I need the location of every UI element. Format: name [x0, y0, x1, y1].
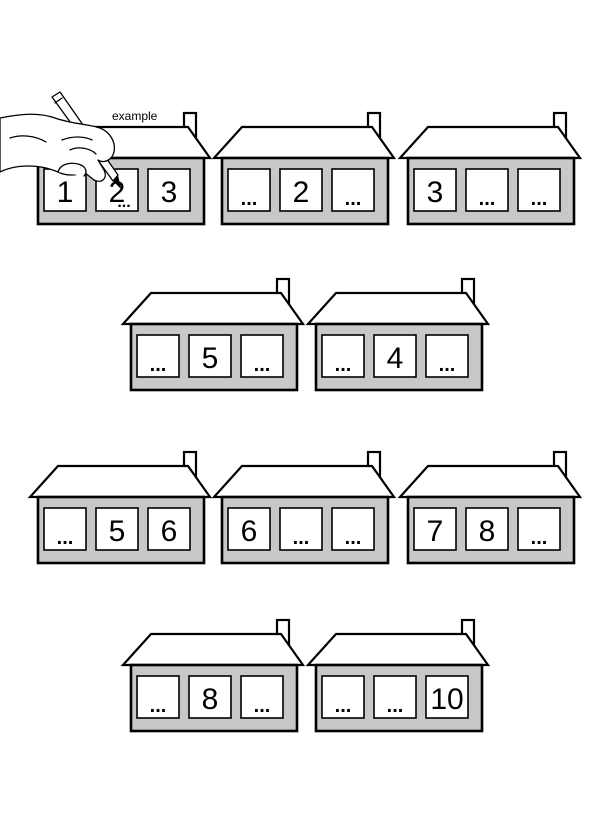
window-number: ... — [150, 695, 167, 717]
house-roof — [305, 291, 491, 326]
house-roof — [211, 464, 397, 499]
window-number: 10 — [430, 683, 463, 716]
window-number: ... — [479, 188, 496, 210]
window-number: 2 — [293, 176, 310, 209]
window-number: 6 — [241, 515, 258, 548]
house-window — [147, 507, 191, 551]
house-window — [321, 675, 365, 719]
house-window — [517, 507, 561, 551]
window-number: ... — [150, 354, 167, 376]
window-number: ... — [531, 527, 548, 549]
house-window — [465, 168, 509, 212]
window-number: 2 — [109, 176, 126, 209]
house-roof — [211, 125, 397, 160]
house-window — [425, 675, 469, 719]
house-window — [43, 507, 87, 551]
window-number: 5 — [202, 342, 219, 375]
house: ... 8... — [120, 618, 306, 733]
window-number: ... — [387, 695, 404, 717]
hand-icon — [0, 113, 116, 182]
house-window — [227, 168, 271, 212]
house-roof — [120, 632, 306, 667]
house-window — [95, 507, 139, 551]
house-window — [188, 334, 232, 378]
window-number: ... — [439, 354, 456, 376]
house-window — [373, 334, 417, 378]
house: 7 8... — [397, 450, 583, 565]
house: ... 5 6 — [27, 450, 213, 565]
window-number: ... — [335, 354, 352, 376]
writing-hand-illustration: example ... — [0, 91, 158, 211]
window-number: 7 — [427, 515, 444, 548]
house-window — [227, 507, 271, 551]
house: ... 2... — [211, 111, 397, 226]
window-number: 1 — [57, 176, 74, 209]
house-roof — [397, 125, 583, 160]
house-roof — [27, 464, 213, 499]
window-number: 6 — [161, 515, 178, 548]
house-window — [331, 168, 375, 212]
house-window — [413, 507, 457, 551]
house-window — [188, 675, 232, 719]
window-number: ... — [241, 188, 258, 210]
house: ... 4... — [305, 277, 491, 392]
house: 6...... — [211, 450, 397, 565]
house-window — [147, 168, 191, 212]
window-number: ... — [57, 527, 74, 549]
window-number: ... — [335, 695, 352, 717]
house-window — [240, 334, 284, 378]
window-number: ... — [531, 188, 548, 210]
window-number: ... — [345, 188, 362, 210]
window-number: 4 — [387, 342, 404, 375]
house-roof — [397, 464, 583, 499]
house-window — [517, 168, 561, 212]
house-window — [321, 334, 365, 378]
house: ...... 10 — [305, 618, 491, 733]
example-written-dots: ... — [117, 194, 130, 211]
window-number: 3 — [427, 176, 444, 209]
house-window — [279, 168, 323, 212]
window-number: 8 — [479, 515, 496, 548]
house-window — [279, 507, 323, 551]
window-number: ... — [345, 527, 362, 549]
house-window — [425, 334, 469, 378]
house-window — [331, 507, 375, 551]
house-window — [240, 675, 284, 719]
window-number: 8 — [202, 683, 219, 716]
example-label: example — [112, 109, 158, 123]
house-window — [413, 168, 457, 212]
window-number: 3 — [161, 176, 178, 209]
window-number: ... — [254, 695, 271, 717]
house: 3...... — [397, 111, 583, 226]
house-window — [136, 675, 180, 719]
window-number: ... — [254, 354, 271, 376]
house: 1 2 3 — [27, 111, 213, 226]
house-window — [136, 334, 180, 378]
house-roof — [305, 632, 491, 667]
house-window — [373, 675, 417, 719]
window-number: 5 — [109, 515, 126, 548]
house-roof — [120, 291, 306, 326]
house-window — [465, 507, 509, 551]
window-number: ... — [293, 527, 310, 549]
house: ... 5... — [120, 277, 306, 392]
